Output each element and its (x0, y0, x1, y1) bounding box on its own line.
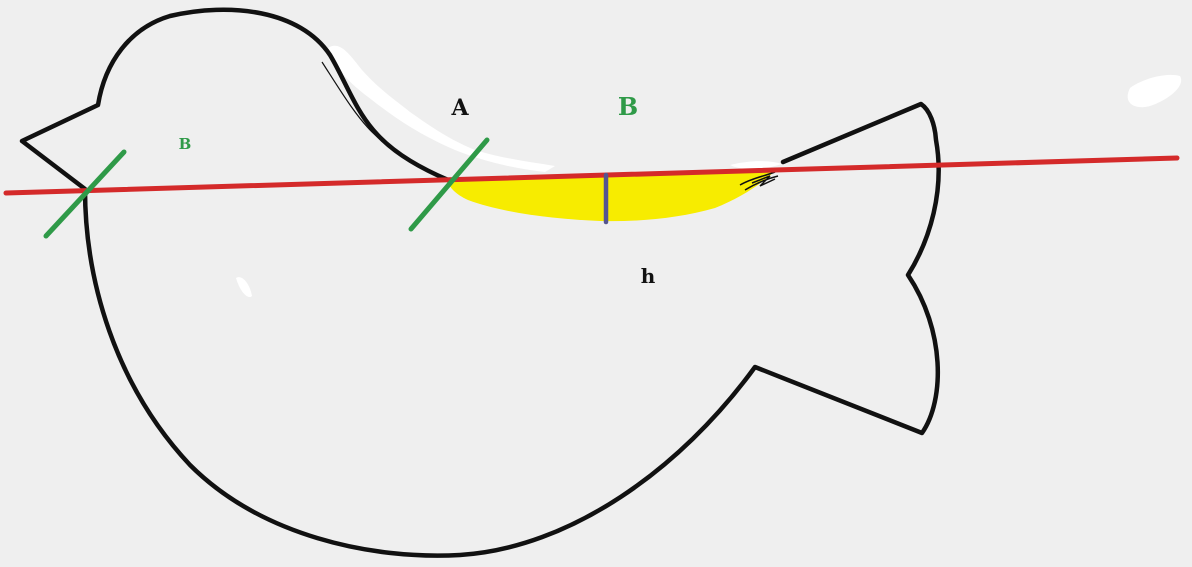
tick-mark-middle (408, 137, 490, 232)
label-h: h (641, 264, 656, 288)
segment-fill (447, 171, 775, 222)
tick-mark-left (43, 149, 127, 239)
erased-patch-top (328, 45, 555, 173)
scribble-mark (739, 171, 779, 191)
cut-line (3, 155, 1180, 196)
erased-patch-right (1127, 74, 1182, 108)
sketch-line (321, 61, 449, 181)
erased-patch-tail (730, 161, 782, 170)
label-b-large: B (618, 92, 638, 121)
label-b-small: B (179, 135, 192, 153)
erased-patch-small (236, 277, 252, 298)
label-a: A (450, 95, 469, 121)
